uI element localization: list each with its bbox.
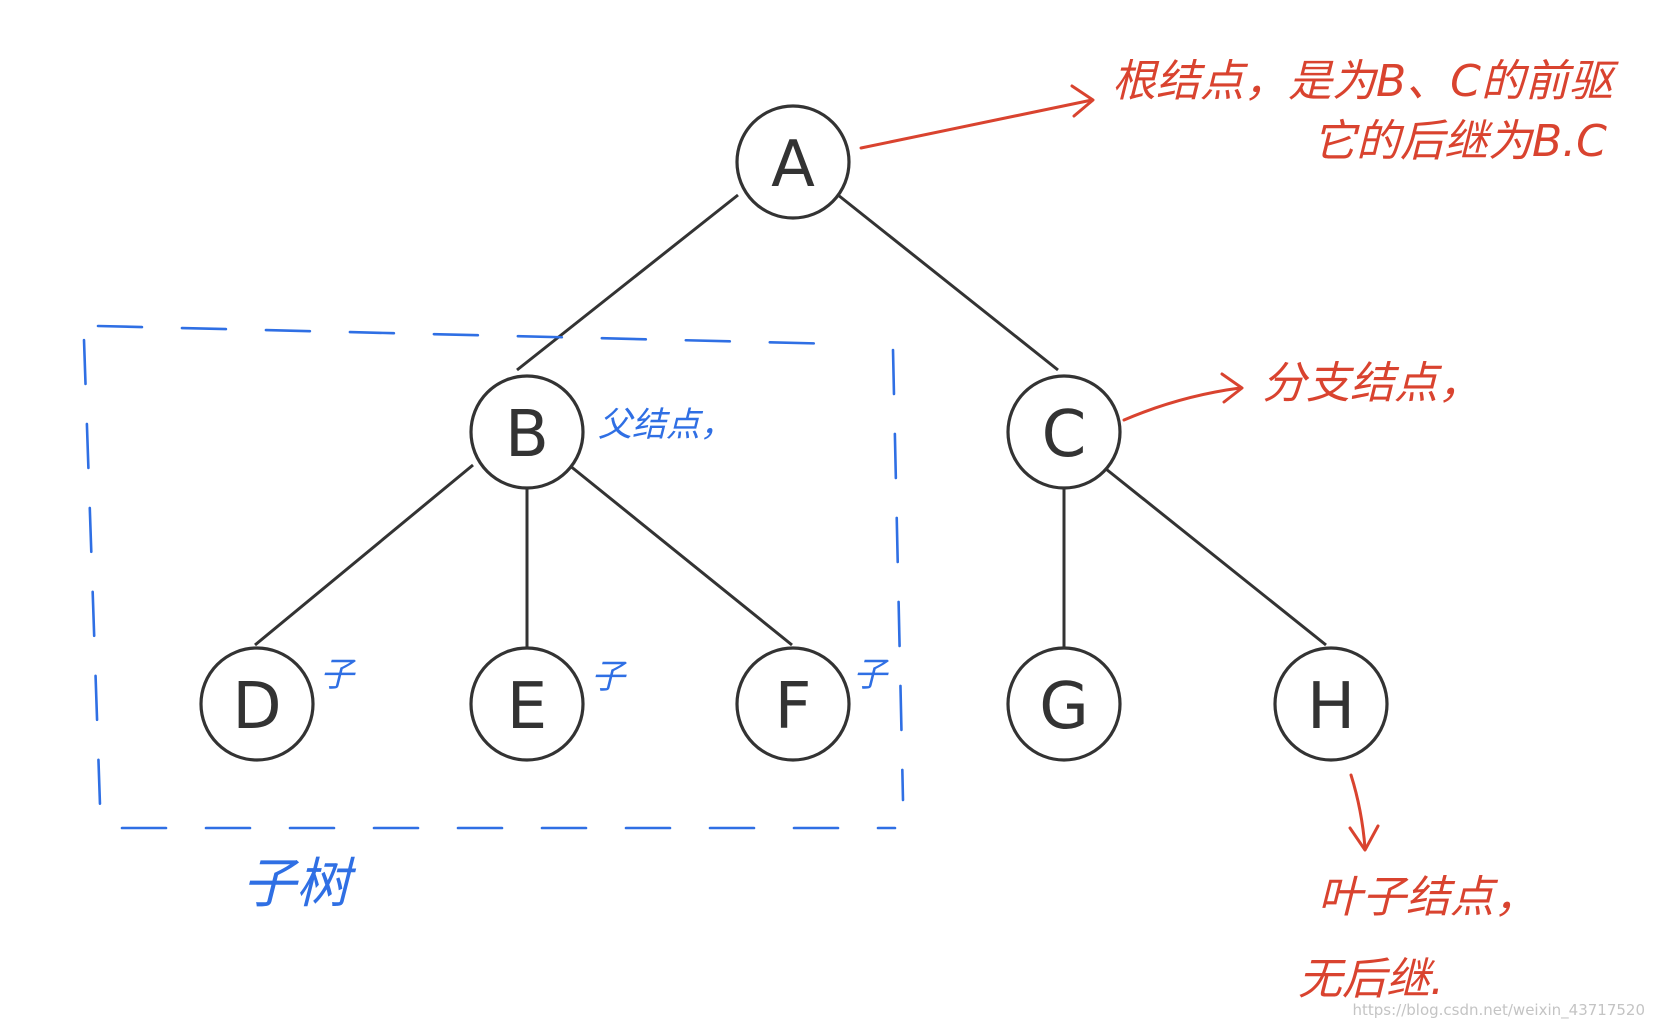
node-g-label: G: [1039, 670, 1089, 744]
root-note-line1: 根结点，是为B、C的前驱: [1112, 56, 1619, 107]
node-a-label: A: [771, 128, 815, 202]
node-d-label: D: [232, 670, 281, 744]
leaf-note-line1: 叶子结点，: [1318, 872, 1538, 923]
node-e-label: E: [507, 670, 547, 744]
node-e: E: [469, 646, 585, 762]
node-d: D: [199, 646, 315, 762]
child-note-d: 子: [320, 655, 356, 695]
node-g: G: [1006, 646, 1122, 762]
node-b: B: [469, 374, 585, 490]
node-c: C: [1006, 374, 1122, 490]
subtree-note: 子树: [242, 852, 357, 915]
edge-c-h: [1100, 463, 1327, 647]
node-f-label: F: [775, 670, 812, 744]
branch-arrow: [1122, 372, 1244, 422]
child-note-e: 子: [591, 657, 627, 697]
root-note-line2: 它的后继为B.C: [1312, 116, 1607, 167]
node-a: A: [735, 104, 851, 220]
node-b-label: B: [505, 398, 549, 472]
edge-a-c: [837, 193, 1059, 372]
subtree-dashed-box: [82, 324, 905, 830]
branch-note: 分支结点，: [1262, 358, 1482, 409]
leaf-arrow: [1348, 773, 1380, 852]
parent-note: 父结点，: [598, 405, 734, 445]
child-note-f: 子: [853, 655, 889, 695]
node-h: H: [1273, 646, 1389, 762]
edge-a-b: [516, 193, 739, 372]
node-h-label: H: [1307, 670, 1355, 744]
root-arrow: [859, 84, 1095, 150]
node-f: F: [735, 646, 851, 762]
edge-b-d: [254, 463, 474, 647]
node-c-label: C: [1042, 398, 1087, 472]
leaf-note-line2: 无后继.: [1298, 954, 1444, 1005]
watermark-url: https://blog.csdn.net/weixin_43717520: [1352, 1001, 1645, 1020]
edge-b-f: [568, 463, 793, 647]
